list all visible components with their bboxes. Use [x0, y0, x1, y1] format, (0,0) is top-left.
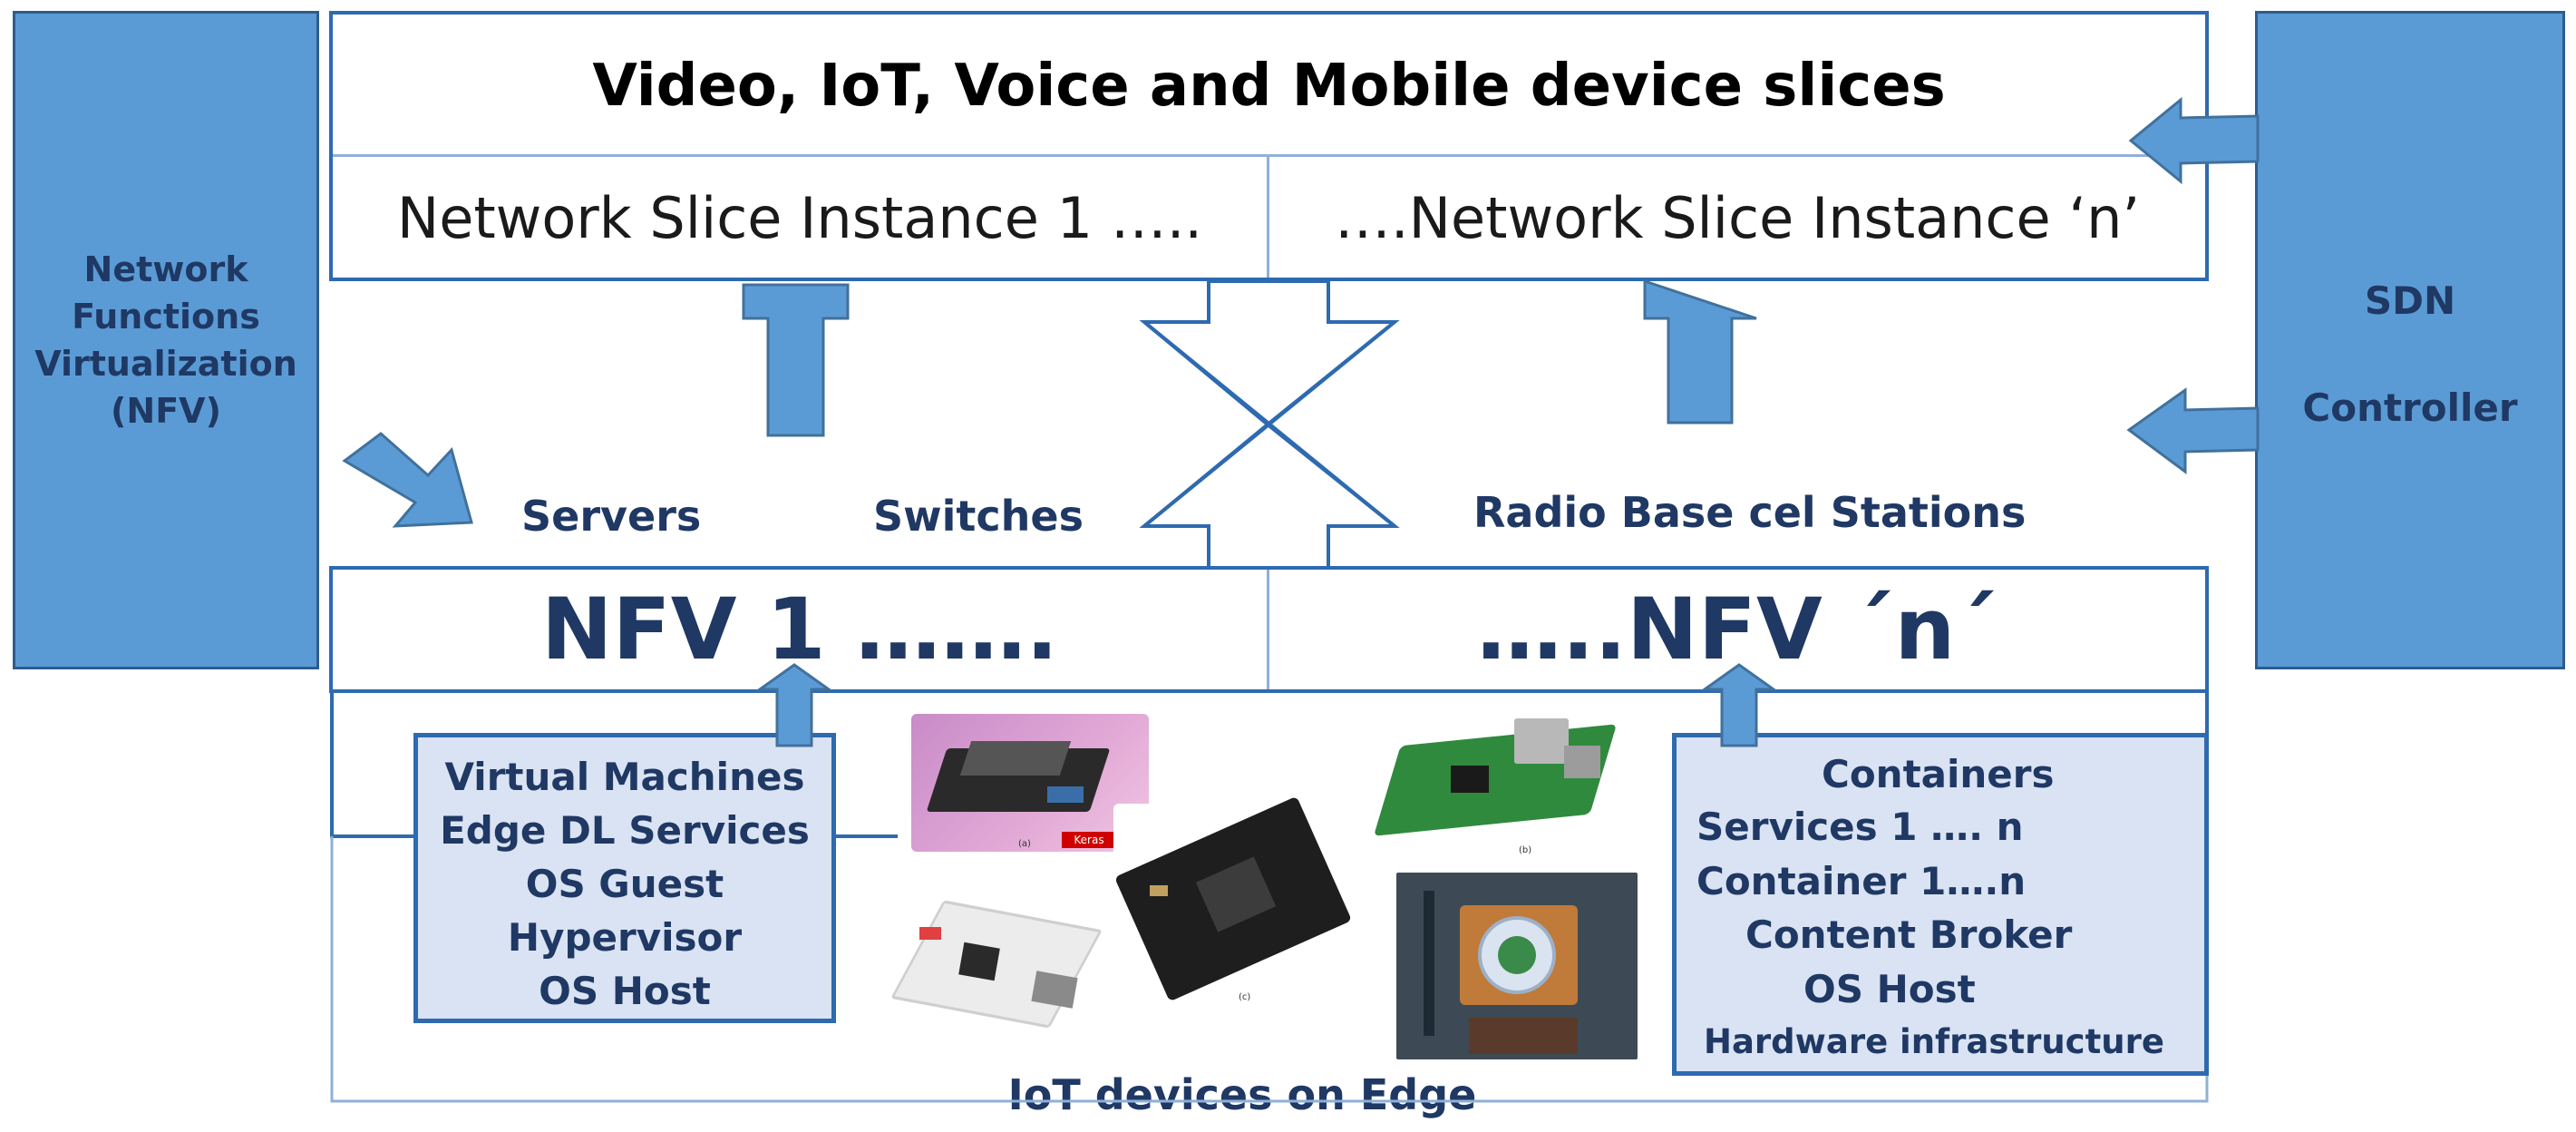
container-to-nfv-arrow: [1700, 663, 1778, 747]
nfv-panel-line: (NFV): [111, 391, 221, 431]
slices-divider-h: [333, 154, 2205, 157]
sdn-to-slices-arrow: [2128, 96, 2260, 185]
slices-header: Video, IoT, Voice and Mobile device slic…: [592, 53, 1946, 120]
nfv-panel-line: Virtualization: [34, 344, 297, 384]
vm-stack-item: OS Host: [539, 969, 711, 1013]
nfv-panel-line: Functions: [72, 297, 260, 337]
container-stack-item: Content Broker: [1745, 912, 2073, 957]
slices-divider-v: [1267, 157, 1269, 278]
device-caption: (a): [1018, 839, 1031, 849]
up-arrow-left: [742, 283, 850, 437]
network-slice-instance-1: Network Slice Instance 1 …..: [396, 184, 1203, 251]
sdn-label: SDN: [2364, 278, 2456, 323]
keras-badge-text: Keras: [1074, 834, 1104, 846]
nfv-1-label: NFV 1 …….: [540, 580, 1059, 679]
rockchip-board-image: (c): [1113, 795, 1367, 1005]
vm-stack-item: Hypervisor: [507, 915, 743, 960]
switches-label: Switches: [873, 492, 1084, 541]
vm-stack-item: OS Guest: [525, 862, 724, 906]
edge-container-bottom-outline: [330, 836, 2209, 1103]
nfv-panel-arrow: [342, 432, 473, 528]
fan-cooled-board-image: [1396, 873, 1638, 1059]
sdn-to-infrastructure-arrow: [2126, 387, 2260, 474]
raspberry-pi-board-image: (b): [1373, 709, 1621, 855]
vm-to-nfv-arrow: [755, 663, 833, 747]
device-caption: (c): [1239, 992, 1251, 1002]
container-stack-item: Container 1….n: [1696, 859, 2027, 903]
vm-stack-item: Virtual Machines: [444, 755, 805, 799]
sdn-controller-panel: SDN Controller: [2255, 11, 2565, 669]
device-caption: (b): [1519, 845, 1532, 855]
container-stack-item: Containers: [1822, 752, 2055, 796]
nfv-panel-line: Network: [83, 249, 248, 289]
up-arrow-right: [1643, 278, 1757, 424]
radio-stations-label: Radio Base cel Stations: [1473, 488, 2027, 537]
jetson-board-image: Keras (a): [911, 714, 1149, 852]
container-stack-item: Hardware infrastructure: [1704, 1022, 2164, 1061]
vm-stack-box: Virtual Machines Edge DL Services OS Gue…: [413, 733, 836, 1023]
container-stack-item: Services 1 …. n: [1696, 805, 2024, 849]
vm-stack-item: Edge DL Services: [440, 808, 810, 853]
nfv-n-label: …..NFV ´n´: [1476, 580, 1998, 679]
network-slice-instance-n: ….Network Slice Instance ‘n’: [1334, 184, 2141, 251]
keras-badge: Keras: [1062, 832, 1116, 848]
pine-board-image: [890, 891, 1113, 1043]
container-stack-box: Containers Services 1 …. n Container 1….…: [1672, 733, 2209, 1076]
servers-label: Servers: [521, 492, 702, 541]
cross-line-b: [1142, 320, 1396, 528]
nfv-side-panel: Network Functions Virtualization (NFV): [13, 11, 319, 669]
nfv-divider: [1267, 570, 1269, 689]
edge-container-left-outline: [330, 693, 413, 838]
edge-devices-label: IoT devices on Edge: [997, 1070, 1487, 1121]
controller-label: Controller: [2302, 385, 2518, 430]
container-stack-item: OS Host: [1803, 967, 1976, 1011]
